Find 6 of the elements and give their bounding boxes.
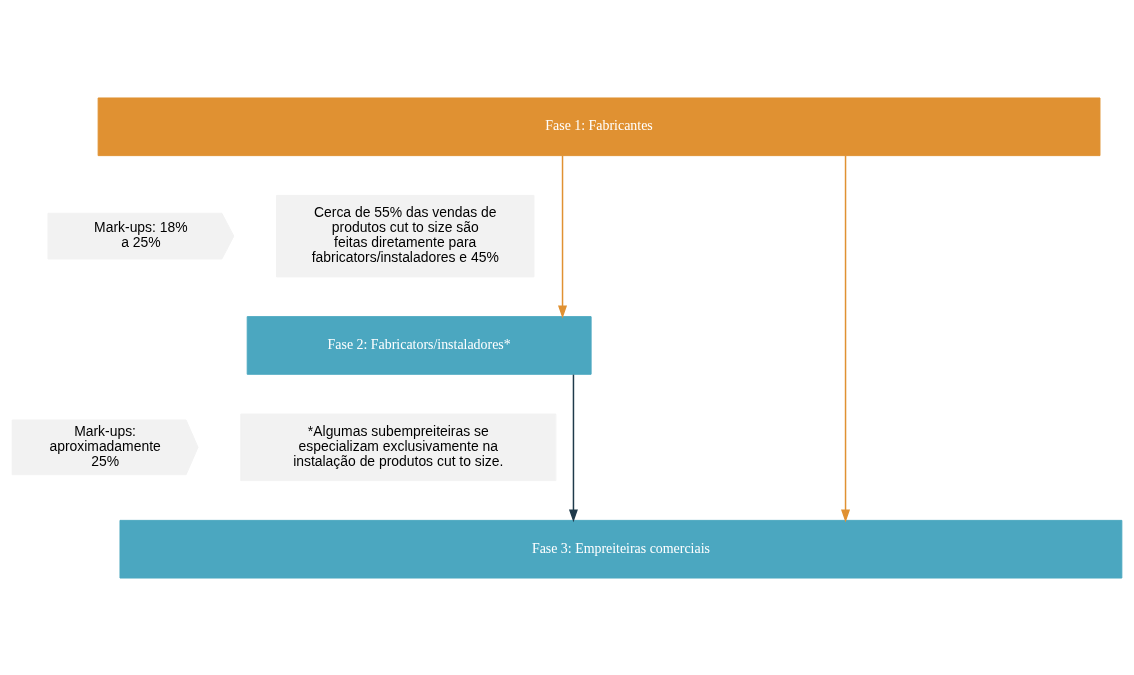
node-box: Fase 1: Fabricantes [97, 97, 1101, 156]
node-box: Fase 3: Empreiteiras comerciais [119, 519, 1123, 578]
arrow [558, 154, 568, 319]
arrow [568, 373, 578, 522]
arrow [841, 154, 851, 522]
node-box: Fase 2: Fabricators/instaladores* [246, 315, 592, 375]
